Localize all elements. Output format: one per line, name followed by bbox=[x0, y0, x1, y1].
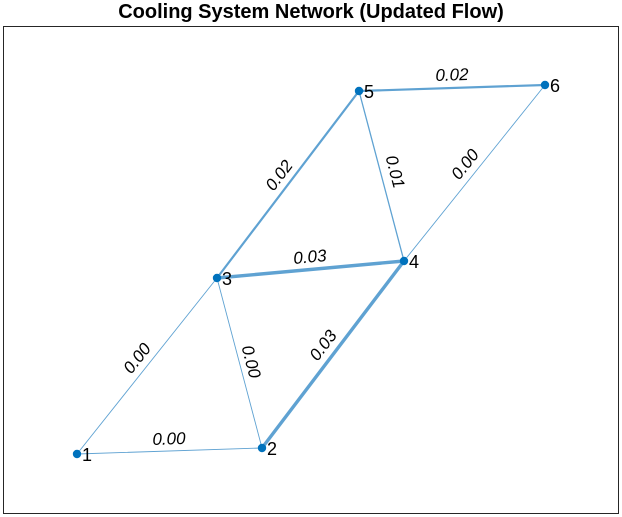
node-label-6: 6 bbox=[550, 76, 560, 96]
node-6 bbox=[540, 80, 550, 90]
node-2 bbox=[257, 443, 267, 453]
node-label-3: 3 bbox=[222, 269, 232, 289]
edge-4-6 bbox=[403, 84, 546, 262]
edge-label-1-2: 0.00 bbox=[152, 429, 186, 449]
edge-label-5-6: 0.02 bbox=[435, 65, 469, 85]
edge-3-5 bbox=[215, 89, 361, 280]
edge-label-3-4: 0.03 bbox=[293, 246, 328, 268]
edge-label-1-3: 0.00 bbox=[119, 339, 155, 377]
chart-title: Cooling System Network (Updated Flow) bbox=[118, 1, 504, 23]
node-label-5: 5 bbox=[364, 82, 374, 102]
node-4 bbox=[399, 256, 409, 266]
edge-4-5 bbox=[358, 90, 405, 262]
edge-label-3-5: 0.02 bbox=[262, 156, 297, 194]
edge-1-3 bbox=[76, 277, 218, 455]
node-label-4: 4 bbox=[409, 252, 419, 272]
edge-2-4 bbox=[260, 259, 406, 450]
edge-5-6 bbox=[357, 83, 547, 93]
node-3 bbox=[212, 273, 222, 283]
edge-1-2 bbox=[76, 447, 263, 455]
node-label-2: 2 bbox=[267, 439, 277, 459]
node-5 bbox=[354, 86, 364, 96]
node-1 bbox=[72, 449, 82, 459]
edge-2-3 bbox=[216, 277, 263, 449]
plot-frame bbox=[3, 26, 619, 514]
edge-label-4-5: 0.01 bbox=[382, 153, 409, 190]
edge-label-2-3: 0.00 bbox=[238, 343, 265, 380]
nodes-layer: 1 2 3 4 5 6 bbox=[72, 76, 560, 465]
edges-layer bbox=[76, 83, 547, 455]
node-label-1: 1 bbox=[82, 445, 92, 465]
edge-label-2-4: 0.03 bbox=[306, 326, 341, 364]
edge-label-4-6: 0.00 bbox=[447, 145, 483, 183]
edge-3-4 bbox=[215, 259, 406, 280]
edge-labels-layer: 0.00 0.00 0.00 0.03 0.03 0.02 0.01 0.00 0.02 bbox=[119, 65, 483, 449]
